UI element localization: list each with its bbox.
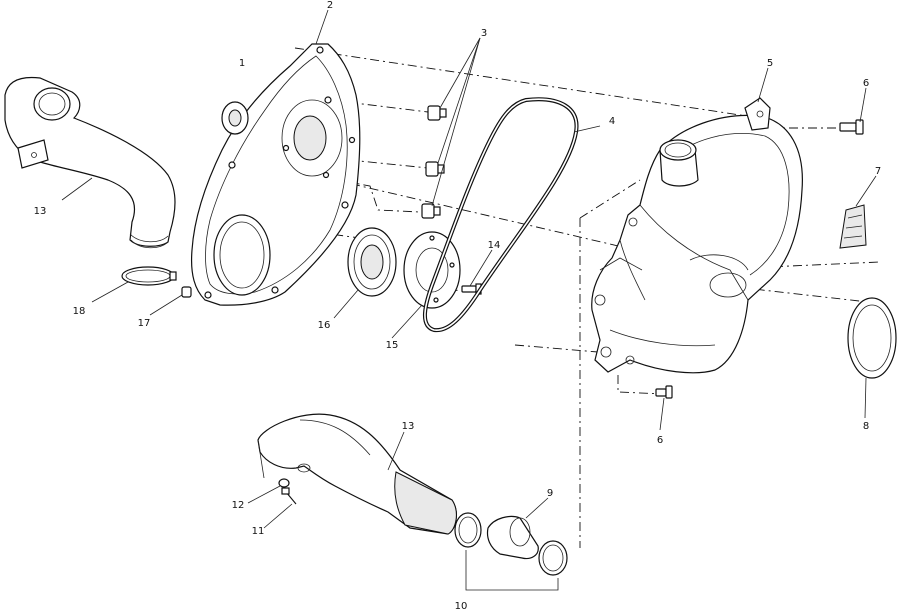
callout-18: 18	[73, 306, 86, 317]
fitting-12	[278, 478, 290, 488]
callout-16: 16	[318, 320, 331, 331]
screw-6-top	[839, 119, 864, 135]
callout-15: 15	[386, 340, 399, 351]
coupler-9	[486, 515, 539, 560]
callout-17: 17	[138, 318, 151, 329]
callout-10: 10	[455, 601, 468, 611]
callout-leaders	[61, 9, 877, 591]
bolt-3b	[425, 161, 445, 177]
alignment-line-top	[294, 47, 761, 119]
sprocket-plate-15	[403, 231, 461, 309]
screw-6-bottom	[655, 385, 673, 399]
decal-7	[839, 204, 867, 249]
callout-6-bottom: 6	[657, 435, 663, 446]
seal-1	[221, 101, 249, 135]
drive-belt-4	[423, 97, 579, 333]
alignment-line-housing-left	[514, 344, 599, 353]
hose-clamp-18	[121, 266, 177, 286]
bolts-3	[421, 105, 447, 219]
callout-8: 8	[863, 421, 869, 432]
plate-8	[847, 297, 897, 379]
alignment-line-bolt-1	[329, 99, 429, 113]
bolt-3c	[421, 203, 441, 219]
callout-7: 7	[875, 166, 881, 177]
duct-upper	[4, 76, 176, 249]
callout-12: 12	[232, 500, 245, 511]
clamps-10	[454, 512, 568, 576]
duct-upper-bracket	[17, 139, 49, 169]
screw-11	[281, 487, 297, 505]
callout-3: 3	[481, 28, 487, 39]
housing-top-boss	[744, 97, 771, 131]
duct-lower	[257, 413, 457, 535]
callout-5: 5	[767, 58, 773, 69]
callout-11: 11	[252, 526, 265, 537]
callout-14: 14	[488, 240, 501, 251]
callout-2: 2	[327, 0, 333, 11]
alignment-line-vertical-top	[579, 179, 641, 219]
cover-bearing-hub	[281, 99, 343, 177]
inner-cover-plate	[190, 43, 361, 306]
callout-13-upper: 13	[34, 206, 47, 217]
alignment-line-screw-6-bottom	[617, 375, 666, 395]
bolt-3a	[427, 105, 447, 121]
callout-13-lower: 13	[402, 421, 415, 432]
outer-housing-5	[591, 97, 803, 374]
plug-17	[181, 286, 192, 298]
clamp-10b	[538, 540, 568, 576]
callout-labels: 1 2 3 4 5 6 6 7 8 9 10 11 12 13 13 14 15…	[34, 0, 882, 611]
seal-16	[347, 227, 397, 297]
callout-4: 4	[609, 116, 615, 127]
callout-9: 9	[547, 488, 553, 499]
callout-6-top: 6	[863, 78, 869, 89]
cover-seal-bore	[213, 214, 271, 296]
alignment-line-bolt-2	[329, 157, 429, 169]
callout-1: 1	[239, 58, 245, 69]
